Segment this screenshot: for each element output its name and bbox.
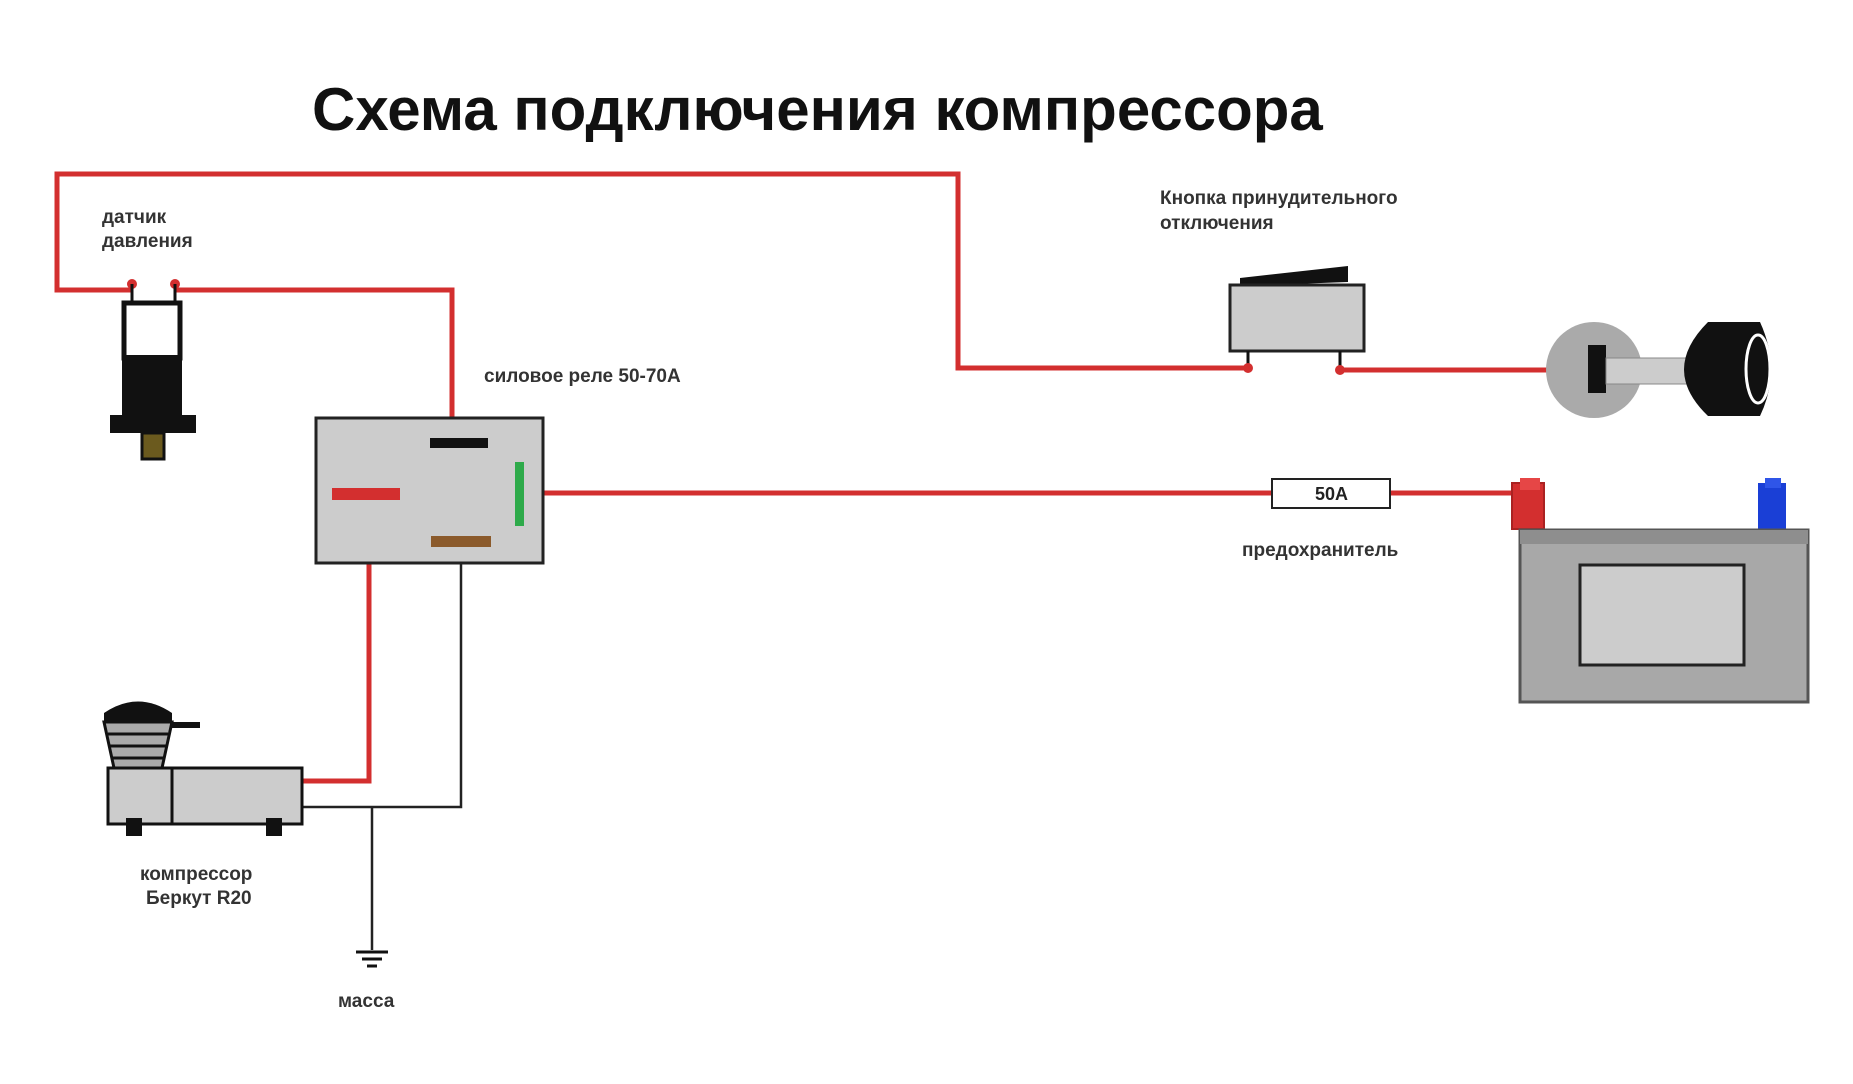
- wire-sensor-to-relay: [175, 287, 455, 440]
- fuse-label: предохранитель: [1242, 540, 1398, 561]
- pressure-sensor-label-2: давления: [102, 231, 193, 252]
- wire-relay-to-compressor: [302, 493, 372, 784]
- compressor-label-1: компрессор: [140, 864, 252, 885]
- compressor-label-2: Беркут R20: [146, 888, 252, 909]
- ground-label: масса: [338, 991, 395, 1012]
- relay-icon: [314, 416, 545, 565]
- switch-label-1: Кнопка принудительного: [1160, 188, 1398, 209]
- wire-sensor-to-switch: [54, 171, 1248, 371]
- compressor-icon: [102, 701, 304, 836]
- wire-relay-to-ground: [302, 543, 463, 809]
- switch-label-2: отключения: [1160, 213, 1274, 234]
- page-title: Схема подключения компрессора: [312, 76, 1323, 143]
- fuse-rating: 50А: [1315, 484, 1348, 504]
- relay-label: силовое реле 50-70А: [484, 366, 681, 387]
- pressure-sensor-label-1: датчик: [102, 207, 167, 228]
- fuse-icon: [1271, 478, 1391, 509]
- wires: [54, 171, 1548, 950]
- battery-icon: [1511, 478, 1810, 704]
- ground-symbol-icon: [356, 950, 388, 968]
- pressure-sensor-icon: [110, 279, 196, 461]
- switch-icon: [1228, 266, 1366, 375]
- ignition-key-icon: [1546, 322, 1772, 418]
